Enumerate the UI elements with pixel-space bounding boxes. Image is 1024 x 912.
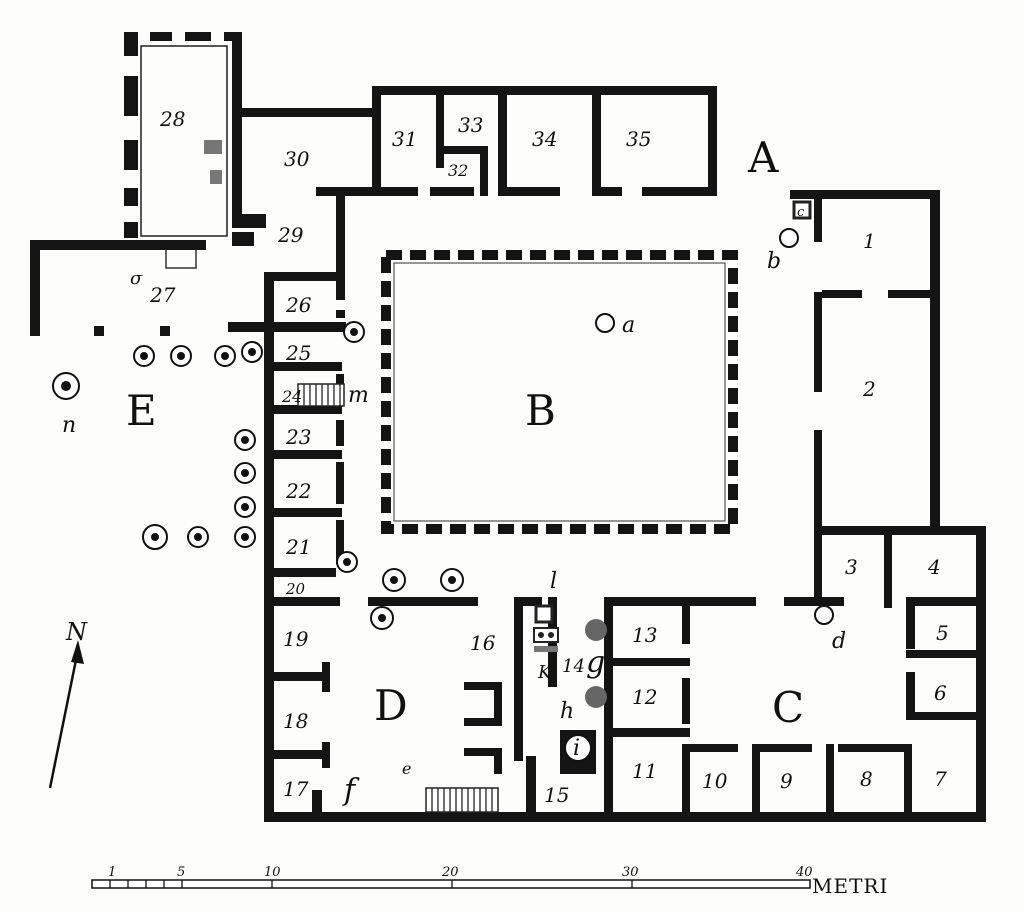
- area-B-label: B: [525, 386, 556, 435]
- north-label: N: [65, 618, 88, 646]
- room-19-label: 19: [283, 627, 309, 651]
- room-5-label: 5: [936, 621, 949, 645]
- room-18-label: 18: [283, 709, 308, 733]
- column-bases: [52, 321, 464, 630]
- room-30-label: 30: [284, 147, 310, 171]
- room-14-label: 14: [562, 656, 585, 677]
- feature-h-label: h: [560, 699, 574, 724]
- room-32-label: 32: [448, 161, 468, 180]
- scale-tick-30: 30: [622, 865, 639, 880]
- feature-l-label: l: [550, 569, 557, 594]
- scale-tick-40: 40: [795, 865, 813, 880]
- room-labels: 1 2 3 4 5 6 7 8 9 10 11 12 13 14 15 16 1…: [149, 107, 949, 807]
- room-28-walls: [124, 32, 266, 269]
- room-33-label: 33: [458, 113, 483, 137]
- room-12-label: 12: [632, 685, 657, 709]
- feature-a-label: a: [622, 313, 635, 338]
- room-24-label: 24: [281, 387, 302, 406]
- room-2-label: 2: [862, 377, 876, 401]
- feature-i-label: i: [573, 736, 580, 761]
- west-walls: [94, 272, 346, 822]
- feature-e-label: e: [402, 759, 411, 778]
- room-27-label: 27: [149, 283, 176, 307]
- room-1-label: 1: [863, 229, 876, 253]
- room-22-label: 22: [285, 479, 311, 503]
- room-6-label: 6: [934, 681, 947, 705]
- scale-tick-5: 5: [177, 865, 185, 880]
- room-25-label: 25: [285, 341, 311, 365]
- single-circles: [595, 228, 799, 333]
- scale-bar: 1 5 10 20 30 40 METRI: [91, 865, 888, 898]
- peristyle-B: [381, 250, 738, 534]
- south-walls: [264, 597, 986, 822]
- feature-b-label: b: [767, 249, 781, 274]
- feature-d-label: d: [832, 629, 846, 654]
- room-13-label: 13: [632, 623, 657, 647]
- feature-f-label: f: [342, 773, 360, 808]
- feature-labels: a b c d e f g h i K l m n σ: [62, 205, 846, 808]
- area-E-label: E: [126, 386, 157, 435]
- room-15-label: 15: [544, 783, 569, 807]
- north-arrow: N: [48, 618, 88, 789]
- feature-n-label: n: [62, 413, 76, 438]
- feature-c-label: c: [797, 205, 805, 220]
- room-10-label: 10: [702, 769, 728, 793]
- room-29-label: 29: [277, 223, 304, 247]
- scale-unit-label: METRI: [812, 874, 888, 898]
- feature-K-label: K: [537, 662, 553, 683]
- room-17-label: 17: [283, 777, 309, 801]
- room-35-label: 35: [626, 127, 651, 151]
- room-4-label: 4: [927, 555, 941, 579]
- room-7-label: 7: [934, 767, 947, 791]
- area-A-label: A: [747, 133, 779, 182]
- area-D-label: D: [374, 681, 408, 730]
- feature-m-label: m: [348, 383, 369, 408]
- room-3-label: 3: [845, 555, 858, 579]
- east-walls: [790, 190, 986, 822]
- scale-tick-1: 1: [108, 865, 116, 880]
- scale-tick-10: 10: [264, 865, 281, 880]
- north-walls: [30, 86, 717, 336]
- room-31-label: 31: [392, 127, 417, 151]
- room-11-label: 11: [632, 759, 657, 783]
- room-23-label: 23: [285, 425, 311, 449]
- feature-g-label: g: [586, 645, 605, 680]
- room-21-label: 21: [285, 535, 311, 559]
- room-26-label: 26: [285, 293, 312, 317]
- room-28-label: 28: [159, 107, 185, 131]
- room-9-label: 9: [780, 769, 793, 793]
- room-20-label: 20: [285, 580, 306, 598]
- room-8-label: 8: [860, 767, 873, 791]
- scale-tick-20: 20: [441, 865, 459, 880]
- area-labels: A B C D E: [126, 133, 804, 732]
- area-C-label: C: [772, 683, 804, 732]
- room-16-label: 16: [470, 631, 496, 655]
- room-34-label: 34: [532, 127, 557, 151]
- feature-o-label: σ: [130, 268, 143, 289]
